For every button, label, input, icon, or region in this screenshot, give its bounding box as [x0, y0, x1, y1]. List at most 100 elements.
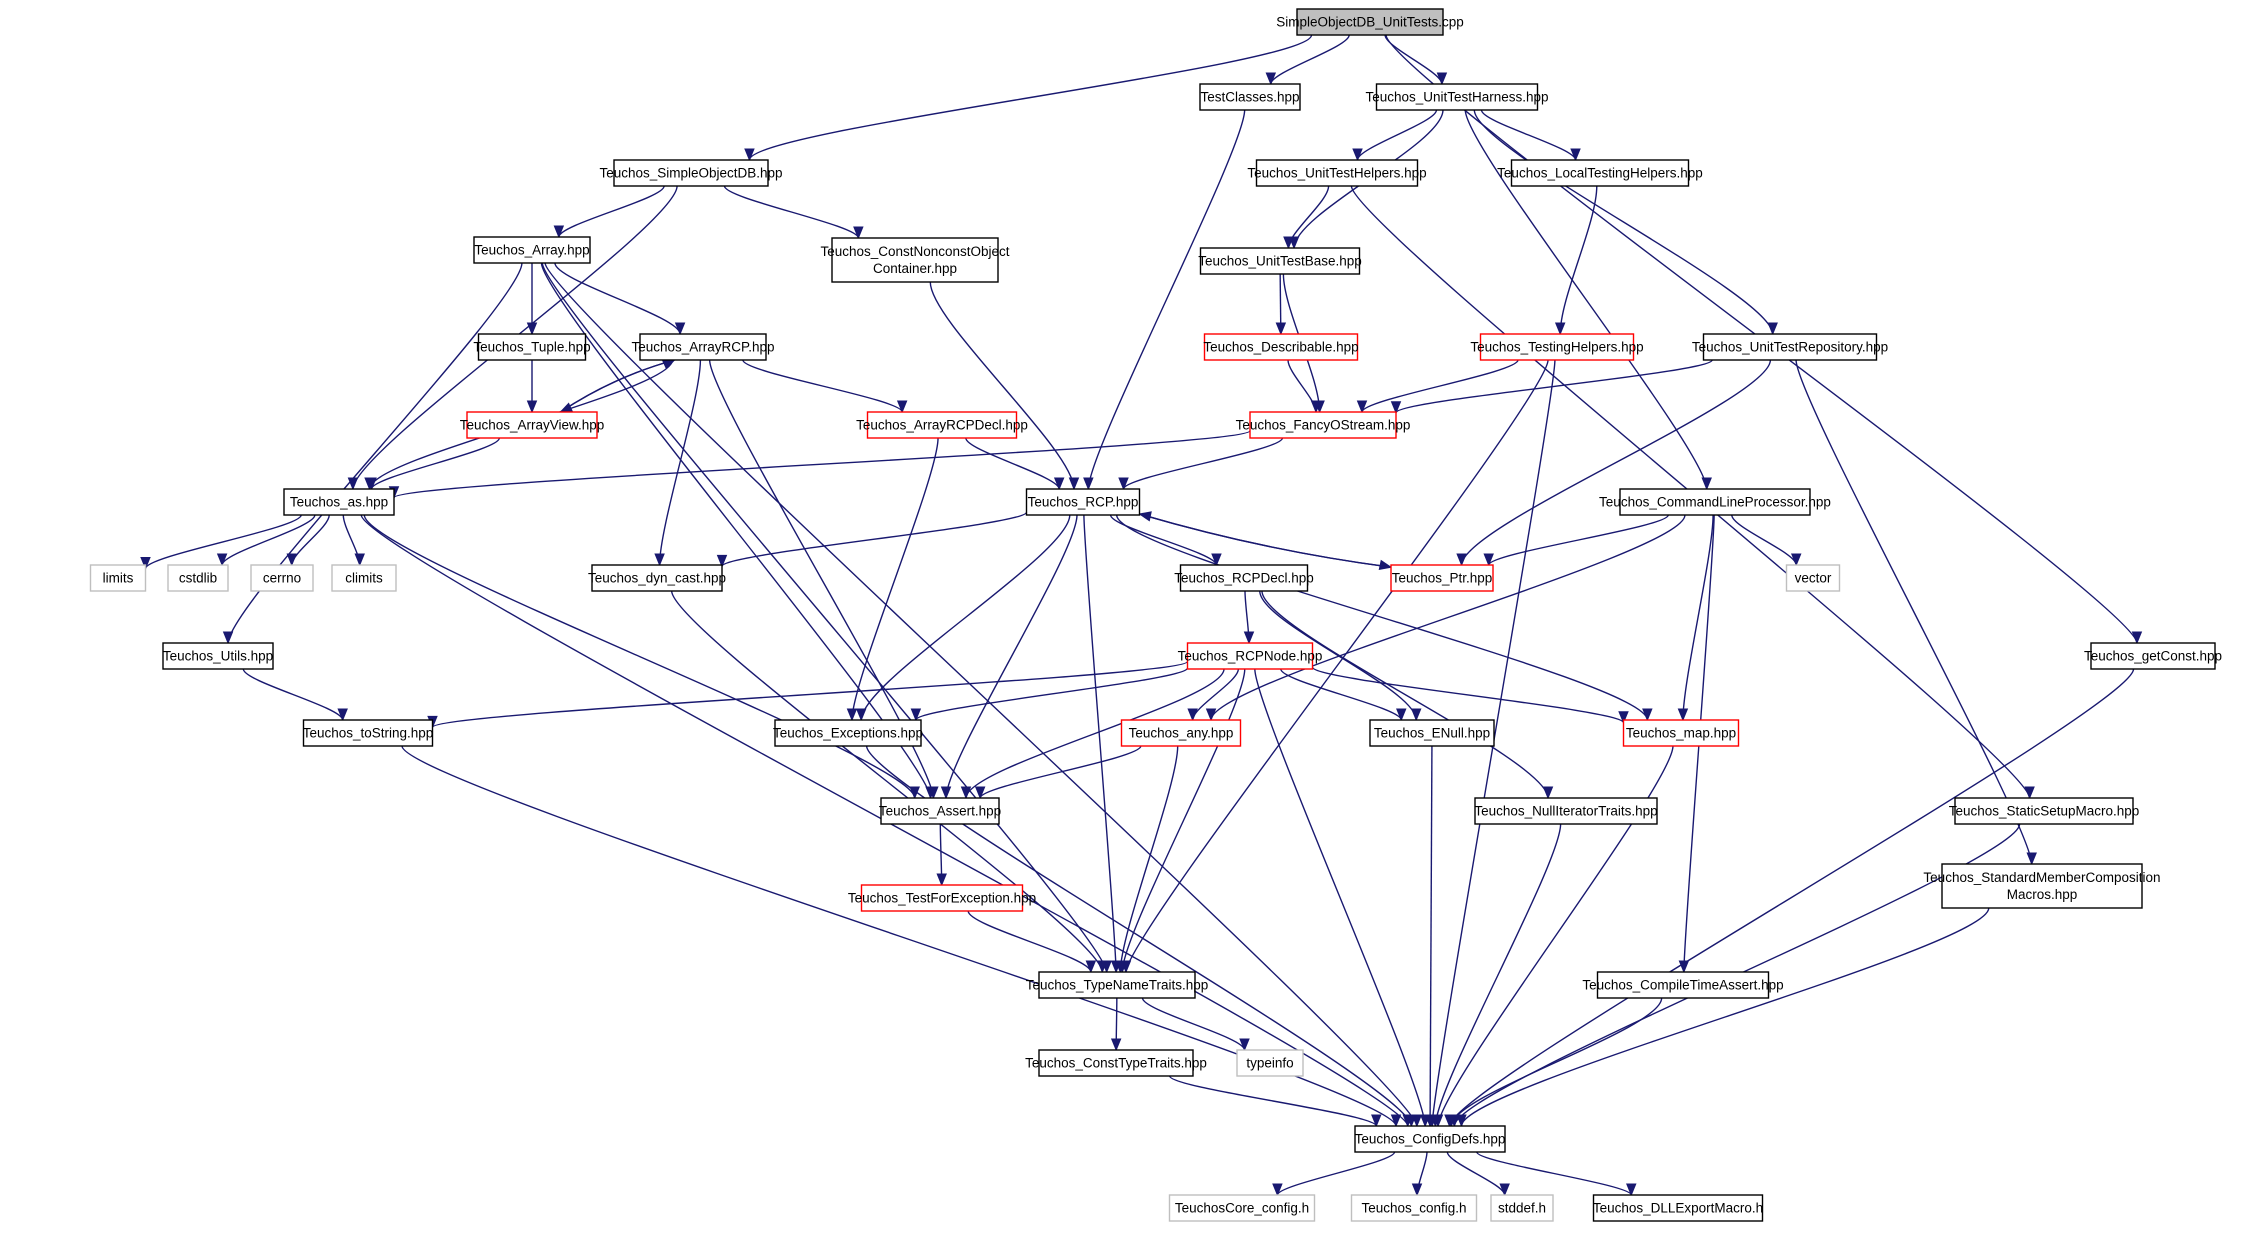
node-simpleobjectdb[interactable]: Teuchos_SimpleObjectDB.hpp: [599, 159, 783, 187]
node-as[interactable]: Teuchos_as.hpp: [283, 488, 395, 516]
arrowhead-unittestharness-to-commandline: [1701, 477, 1712, 491]
node-box-stddef: [1490, 1194, 1554, 1222]
arrowhead-testinghelpers-to-fancyostream: [1356, 400, 1368, 414]
node-label-unittestrepository: Teuchos_UnitTestRepository.hpp: [1692, 340, 1888, 355]
node-typenametraits[interactable]: Teuchos_TypeNameTraits.hpp: [1026, 971, 1209, 999]
node-any[interactable]: Teuchos_any.hpp: [1120, 719, 1242, 747]
edge-rcp-to-ptr: [1139, 513, 1392, 568]
edge-testclasses-to-rcp: [1087, 109, 1246, 490]
arrowhead-constnonconst-to-rcp: [1068, 477, 1080, 491]
node-configdefs[interactable]: Teuchos_ConfigDefs.hpp: [1354, 1125, 1506, 1153]
node-tostring[interactable]: Teuchos_toString.hpp: [302, 719, 434, 747]
node-exceptions[interactable]: Teuchos_Exceptions.hpp: [773, 719, 923, 747]
node-getconst[interactable]: Teuchos_getConst.hpp: [2084, 642, 2222, 670]
node-box-testclasses: [1199, 83, 1301, 111]
node-arrayview[interactable]: Teuchos_ArrayView.hpp: [460, 411, 605, 439]
arrowhead-arrayrcpdecl-to-rcp: [1053, 477, 1065, 491]
node-stdmember[interactable]: Teuchos_StandardMemberCompositionMacros.…: [1923, 863, 2161, 909]
graph-edges: [140, 34, 2143, 1197]
arrowhead-arrayrcp-to-assert: [928, 786, 939, 800]
node-rcpnode[interactable]: Teuchos_RCPNode.hpp: [1178, 642, 1323, 670]
node-box-testinghelpers: [1479, 333, 1635, 361]
edge-as-to-cstdlib: [221, 514, 316, 566]
arrowhead-any-to-typenametraits: [1115, 960, 1126, 974]
node-label-utils: Teuchos_Utils.hpp: [163, 649, 273, 664]
node-rcpdecl[interactable]: Teuchos_RCPDecl.hpp: [1174, 564, 1314, 592]
node-box-ptr: [1390, 564, 1494, 592]
node-unittestrepository[interactable]: Teuchos_UnitTestRepository.hpp: [1692, 333, 1888, 361]
edge-commandline-to-any: [1210, 514, 1686, 721]
edge-unittestharness-to-commandline: [1464, 109, 1708, 490]
node-localtestinghelpers[interactable]: Teuchos_LocalTestingHelpers.hpp: [1497, 159, 1703, 187]
node-root[interactable]: SimpleObjectDB_UnitTests.cpp: [1276, 8, 1464, 36]
node-label-rcp: Teuchos_RCP.hpp: [1028, 495, 1139, 510]
node-assert[interactable]: Teuchos_Assert.hpp: [879, 797, 1001, 825]
node-box-cstdlib: [167, 564, 229, 592]
node-dllexport[interactable]: Teuchos_DLLExportMacro.h: [1592, 1194, 1764, 1222]
arrowhead-rcpnode-to-assert: [960, 786, 972, 800]
node-label-constnonconst-line2: Container.hpp: [873, 261, 957, 276]
node-label-staticsetup: Teuchos_StaticSetupMacro.hpp: [1949, 804, 2140, 819]
node-nulliterator[interactable]: Teuchos_NullIteratorTraits.hpp: [1474, 797, 1658, 825]
node-testforexception[interactable]: Teuchos_TestForException.hpp: [848, 884, 1036, 912]
arrowhead-commandline-to-vector: [1790, 553, 1802, 567]
node-describable[interactable]: Teuchos_Describable.hpp: [1203, 333, 1359, 361]
edge-compiletimeassert-to-configdefs: [1450, 997, 1663, 1127]
node-vector: vector: [1785, 564, 1841, 592]
node-arrayrcpdecl[interactable]: Teuchos_ArrayRCPDecl.hpp: [856, 411, 1028, 439]
node-ptr[interactable]: Teuchos_Ptr.hpp: [1390, 564, 1494, 592]
edge-any-to-typenametraits: [1119, 745, 1179, 973]
node-box-constnonconst: [831, 237, 999, 283]
node-arrayrcp[interactable]: Teuchos_ArrayRCP.hpp: [631, 333, 775, 361]
node-box-arrayrcp: [639, 333, 767, 361]
node-label-enull: Teuchos_ENull.hpp: [1374, 726, 1490, 741]
node-label-consttypetraits: Teuchos_ConstTypeTraits.hpp: [1025, 1056, 1207, 1071]
arrowhead-configdefs-to-teuchosconfig: [1411, 1183, 1423, 1197]
edge-arrayrcp-to-assert: [708, 359, 935, 799]
node-box-as: [283, 488, 395, 516]
arrowhead-unittesthelpers-to-unittestbase: [1283, 236, 1294, 250]
node-box-vector: [1785, 564, 1841, 592]
edge-map-to-configdefs: [1437, 745, 1674, 1127]
arrowhead-describable-to-fancyostream: [1310, 400, 1322, 414]
node-fancyostream[interactable]: Teuchos_FancyOStream.hpp: [1236, 411, 1411, 439]
node-unittesthelpers[interactable]: Teuchos_UnitTestHelpers.hpp: [1247, 159, 1427, 187]
node-compiletimeassert[interactable]: Teuchos_CompileTimeAssert.hpp: [1582, 971, 1784, 999]
node-testclasses[interactable]: TestClasses.hpp: [1199, 83, 1301, 111]
node-consttypetraits[interactable]: Teuchos_ConstTypeTraits.hpp: [1025, 1049, 1207, 1077]
node-commandline[interactable]: Teuchos_CommandLineProcessor.hpp: [1599, 488, 1831, 516]
node-box-enull: [1369, 719, 1495, 747]
node-box-tostring: [302, 719, 434, 747]
edge-rcpdecl-to-enull: [1259, 590, 1417, 721]
arrowhead-stdmember-to-configdefs: [1456, 1114, 1467, 1128]
arrowhead-assert-to-testforexception: [936, 873, 947, 887]
node-staticsetup[interactable]: Teuchos_StaticSetupMacro.hpp: [1949, 797, 2140, 825]
node-typeinfo: typeinfo: [1236, 1049, 1304, 1077]
edge-nulliterator-to-configdefs: [1434, 823, 1562, 1127]
node-box-climits: [331, 564, 397, 592]
node-tuple[interactable]: Teuchos_Tuple.hpp: [473, 333, 591, 361]
arrowhead-rcpdecl-to-nulliterator: [1542, 786, 1554, 800]
node-label-testclasses: TestClasses.hpp: [1200, 90, 1299, 105]
arrowhead-rcp-to-assert: [940, 786, 952, 800]
node-map[interactable]: Teuchos_map.hpp: [1622, 719, 1740, 747]
node-box-configdefs: [1354, 1125, 1506, 1153]
node-rcp[interactable]: Teuchos_RCP.hpp: [1025, 488, 1141, 516]
arrowhead-as-to-climits: [354, 553, 365, 567]
node-testinghelpers[interactable]: Teuchos_TestingHelpers.hpp: [1470, 333, 1644, 361]
node-dyncast[interactable]: Teuchos_dyn_cast.hpp: [588, 564, 726, 592]
edge-rcpnode-to-assert: [965, 668, 1225, 799]
edge-rcpdecl-to-nulliterator: [1261, 590, 1549, 799]
arrowhead-unittestharness-to-localtestinghelpers: [1570, 148, 1581, 162]
node-box-rcpdecl: [1179, 564, 1309, 592]
node-array[interactable]: Teuchos_Array.hpp: [473, 236, 591, 264]
node-label-nulliterator: Teuchos_NullIteratorTraits.hpp: [1474, 804, 1657, 819]
node-enull[interactable]: Teuchos_ENull.hpp: [1369, 719, 1495, 747]
node-utils[interactable]: Teuchos_Utils.hpp: [162, 642, 274, 670]
node-unittestharness[interactable]: Teuchos_UnitTestHarness.hpp: [1365, 83, 1549, 111]
arrowhead-arrayrcp-to-dyncast: [654, 553, 665, 567]
node-label-describable: Teuchos_Describable.hpp: [1203, 340, 1358, 355]
node-unittestbase[interactable]: Teuchos_UnitTestBase.hpp: [1198, 247, 1362, 275]
node-label-simpleobjectdb: Teuchos_SimpleObjectDB.hpp: [599, 166, 782, 181]
